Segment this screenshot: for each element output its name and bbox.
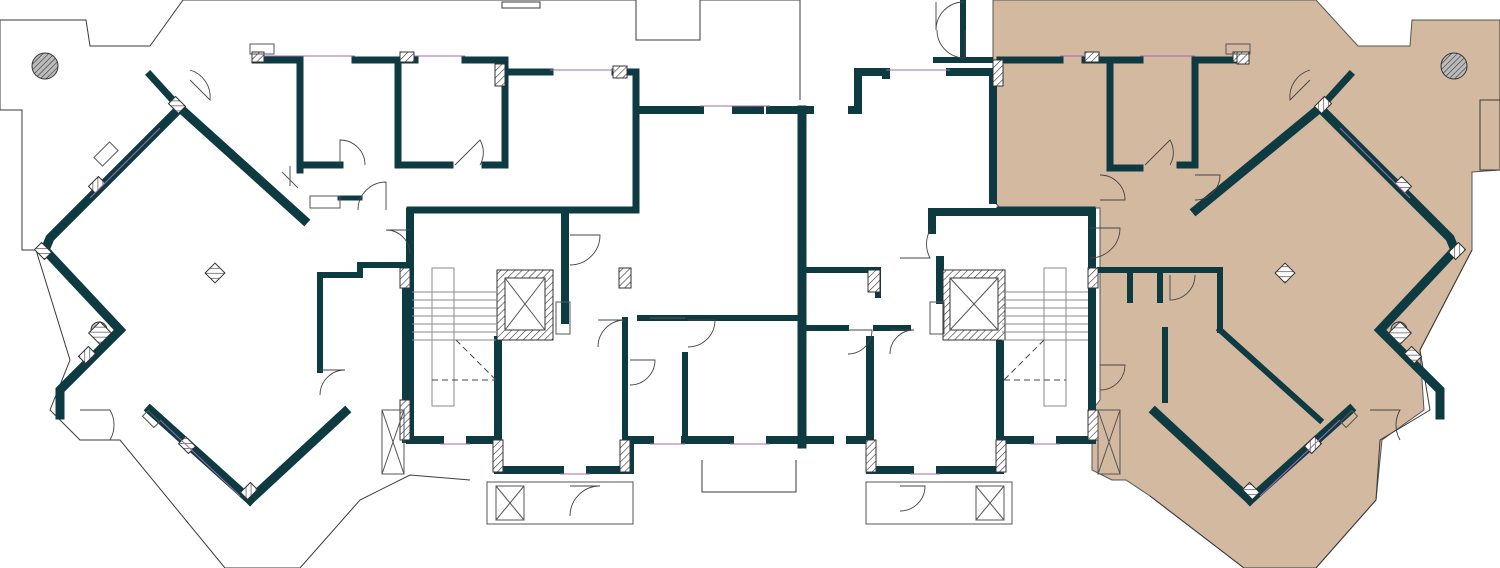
- windows: [89, 55, 1411, 497]
- staircase-left: [412, 267, 497, 407]
- round-column-right: [1440, 52, 1468, 80]
- fixtures: [93, 43, 1359, 429]
- vent-slot: [501, 1, 541, 9]
- doors: [80, 1, 1401, 517]
- balcony-ledge: [1479, 99, 1500, 171]
- elevator-left: [496, 269, 554, 341]
- walls-right-apartment: [996, 56, 1461, 507]
- balconies: [381, 301, 1121, 525]
- round-column-left: [31, 52, 59, 80]
- masonry-blocks: [33, 51, 1467, 501]
- elevator-right: [942, 269, 1006, 341]
- staircase-right: [1002, 267, 1088, 407]
